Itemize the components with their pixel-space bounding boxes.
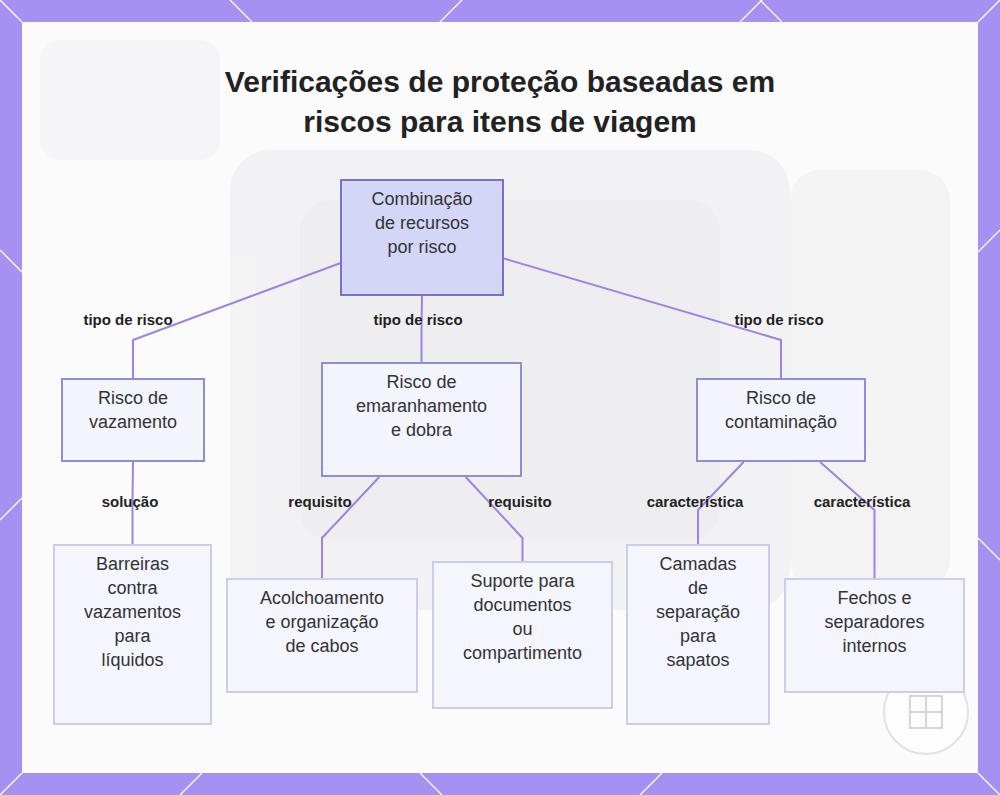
edge-label: solução bbox=[102, 493, 159, 511]
connector-line bbox=[421, 296, 424, 362]
box-text: Camadas de separação para sapatos bbox=[651, 552, 745, 672]
process-box: Risco de contaminação bbox=[696, 378, 866, 462]
box-text: Barreiras contra vazamentos para líquido… bbox=[83, 552, 182, 672]
edge-label: característica bbox=[647, 493, 744, 511]
process-box: Camadas de separação para sapatos bbox=[626, 544, 770, 725]
process-box: Suporte para documentos ou compartimento bbox=[432, 561, 613, 709]
edge-label: requisito bbox=[488, 493, 551, 511]
box-text: Combinação de recursos por risco bbox=[368, 187, 476, 259]
panel bbox=[22, 22, 978, 773]
edge-label: tipo de risco bbox=[734, 311, 823, 329]
edge-label: característica bbox=[814, 493, 911, 511]
process-box: Barreiras contra vazamentos para líquido… bbox=[53, 544, 212, 725]
box-text: Suporte para documentos ou compartimento bbox=[463, 569, 582, 665]
connector-line bbox=[820, 462, 874, 578]
edge-label: tipo de risco bbox=[373, 311, 462, 329]
box-text: Risco de contaminação bbox=[718, 386, 844, 434]
box-text: Fechos e separadores internos bbox=[811, 586, 938, 658]
box-text: Risco de vazamento bbox=[83, 386, 183, 434]
connector-line bbox=[466, 477, 523, 561]
faded-photo bbox=[40, 40, 950, 610]
edge-label: requisito bbox=[288, 493, 351, 511]
connector-line bbox=[322, 477, 379, 578]
process-box: Fechos e separadores internos bbox=[784, 578, 965, 693]
diagram-title: Verificações de proteção baseadas em ris… bbox=[180, 62, 820, 142]
edge-label: tipo de risco bbox=[83, 311, 172, 329]
process-box: Risco de vazamento bbox=[61, 378, 205, 462]
box-text: Risco de emaranhamento e dobra bbox=[355, 370, 488, 442]
box-text: Acolchoamento e organização de cabos bbox=[258, 586, 386, 658]
process-box: Risco de emaranhamento e dobra bbox=[321, 362, 522, 477]
root-box: Combinação de recursos por risco bbox=[340, 179, 504, 296]
process-box: Acolchoamento e organização de cabos bbox=[226, 578, 418, 693]
